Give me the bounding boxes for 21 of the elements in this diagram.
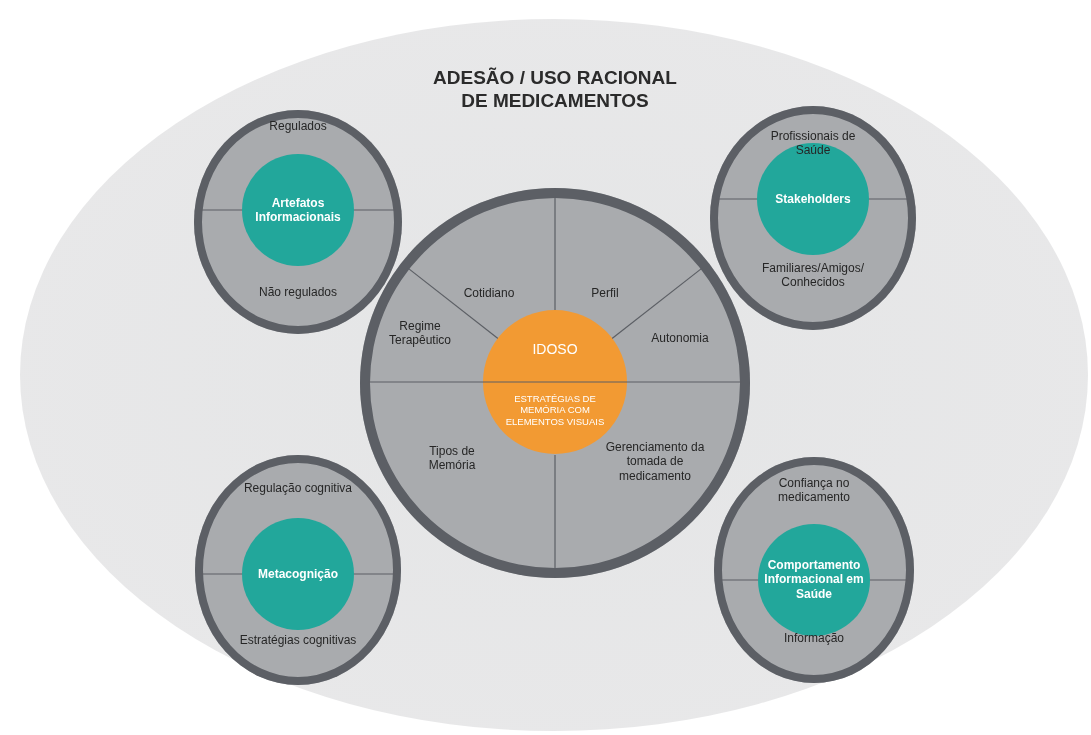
ring-label: Confiança no medicamento bbox=[776, 475, 851, 505]
ring-label: Familiares/Amigos/ Conhecidos bbox=[761, 260, 865, 290]
topic-label: Metacognição bbox=[257, 566, 339, 582]
topic-label: Stakeholders bbox=[774, 191, 852, 207]
ring-label: Não regulados bbox=[257, 284, 339, 300]
ring-label: Profissionais de Saúde bbox=[769, 128, 857, 158]
sector-label: Regime Terapêutico bbox=[387, 318, 452, 348]
ring-label: Regulados bbox=[268, 118, 328, 134]
ring-label: Estratégias cognitivas bbox=[238, 632, 358, 648]
sector-label: Perfil bbox=[590, 285, 620, 301]
sector-label: Tipos de Memória bbox=[427, 443, 477, 473]
topic-label: Comportamento Informacional em Saúde bbox=[764, 558, 864, 602]
core-sublabel: ESTRATÉGIAS DE MEMÓRIA COM ELEMENTOS VISUAIS bbox=[505, 392, 605, 428]
title: ADESÃO / USO RACIONAL DE MEDICAMENTOS bbox=[432, 67, 678, 113]
core-label: IDOSO bbox=[531, 340, 579, 358]
sector-label: Autonomia bbox=[650, 330, 710, 346]
ring-label: Regulação cognitiva bbox=[242, 480, 354, 496]
topic-label: Artefatos Informacionais bbox=[254, 195, 342, 225]
sector-label: Cotidiano bbox=[462, 285, 516, 301]
ring-label: Informação bbox=[783, 630, 845, 646]
sector-label: Gerenciamento da tomada de medicamento bbox=[604, 440, 706, 484]
